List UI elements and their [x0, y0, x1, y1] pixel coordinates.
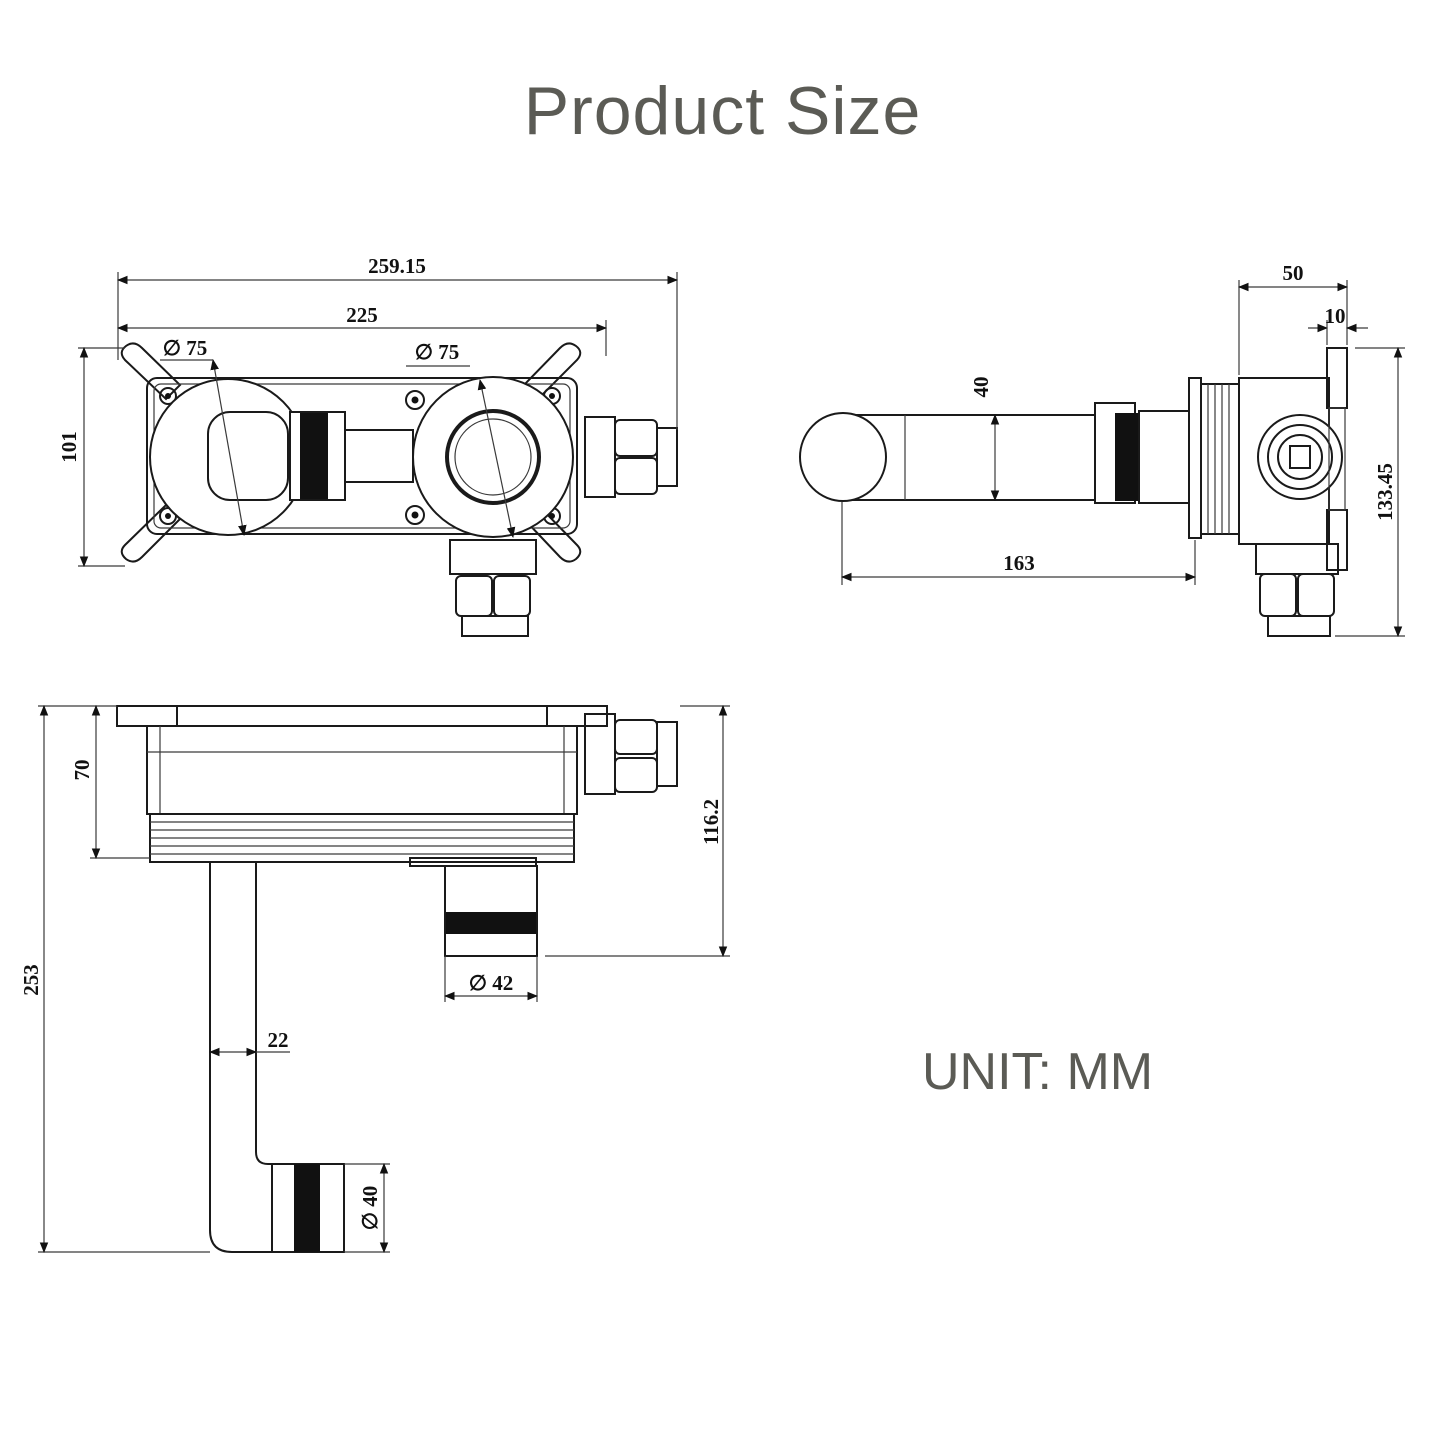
dim-side-height: 133.45 — [1373, 463, 1397, 521]
dim-overall-height: 253 — [19, 964, 43, 996]
page-title: Product Size — [523, 73, 922, 149]
dim-outlet-diameter: ∅ 42 — [469, 971, 514, 995]
dim-spout-end-diameter: ∅ 40 — [358, 1186, 382, 1231]
side-view — [799, 347, 1348, 637]
side-view-spout-end — [799, 412, 887, 502]
dim-flange-thickness: 10 — [1325, 304, 1346, 328]
dim-right-flange-diameter: ∅ 75 — [415, 340, 460, 364]
dim-spout-diameter-side: 40 — [969, 377, 993, 398]
front-view-right-flange — [412, 376, 574, 538]
dim-overall-length: 259.15 — [368, 254, 426, 278]
front-view-right-connector — [584, 416, 678, 498]
dim-body-height: 101 — [57, 431, 81, 463]
front-view — [120, 342, 678, 637]
dim-outlet-depth: 116.2 — [699, 799, 723, 845]
side-view-dimensions: 50 10 133.45 40 163 — [840, 261, 1405, 638]
top-view-dimensions: 253 70 116.2 ∅ 42 22 ∅ 40 — [19, 704, 730, 1254]
front-view-dimensions: 259.15 225 ∅ 75 ∅ 75 101 — [57, 254, 679, 568]
dim-wall-plate-depth: 50 — [1283, 261, 1304, 285]
dim-body-length: 225 — [346, 303, 378, 327]
front-view-bottom-connector — [449, 539, 537, 637]
dim-box-depth: 70 — [70, 760, 94, 781]
top-view-body — [146, 725, 578, 815]
front-view-body — [146, 377, 578, 535]
dim-pipe-width: 22 — [268, 1028, 289, 1052]
dim-left-flange-diameter: ∅ 75 — [163, 336, 208, 360]
dim-spout-length: 163 — [1003, 551, 1035, 575]
front-view-left-flange — [149, 378, 307, 536]
top-view — [116, 705, 678, 1253]
unit-label: UNIT: MM — [922, 1043, 1154, 1101]
